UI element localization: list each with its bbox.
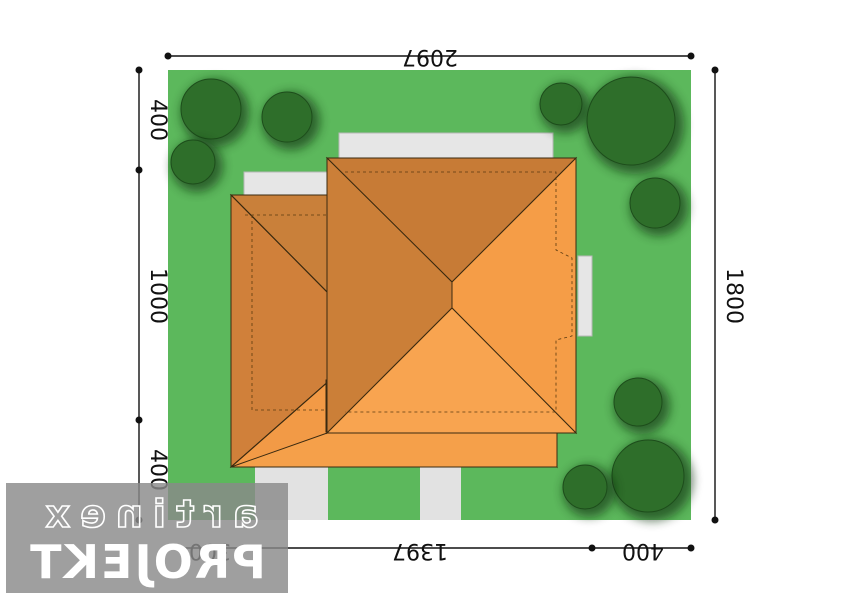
tree — [261, 91, 313, 143]
walkway-right — [420, 466, 461, 520]
dimension-label-bottom-right: 400 — [622, 538, 664, 563]
dimension-right: 1800 — [711, 66, 746, 524]
watermark-line-1: artinex — [36, 492, 259, 536]
tree — [562, 464, 608, 510]
dimension-label-bottom-middle: 1397 — [392, 538, 448, 563]
tree-group-bottom-right — [562, 377, 693, 521]
dimension-left: 400 1000 400 — [135, 66, 170, 524]
watermark: artinex PROJEKT — [6, 483, 288, 593]
terrace-top — [338, 132, 554, 162]
roof-face-bottom — [325, 307, 578, 434]
dimension-label-right: 1800 — [721, 268, 746, 324]
terrace-left — [243, 171, 329, 197]
tree — [539, 82, 583, 126]
tree — [170, 139, 216, 185]
tree-group-top-left — [170, 78, 320, 192]
tree — [586, 76, 676, 166]
tree — [611, 439, 685, 513]
dimension-label-left-middle: 1000 — [145, 268, 170, 324]
roof-main — [325, 156, 578, 435]
dimension-label-left-top: 400 — [145, 99, 170, 141]
tree — [180, 78, 242, 140]
terrace-side — [577, 255, 593, 337]
dimension-label-top: 2097 — [402, 44, 458, 69]
tree-group-top-right — [539, 76, 688, 236]
watermark-line-2: PROJEKT — [28, 535, 266, 589]
dimension-top: 2097 — [164, 44, 695, 69]
tree — [629, 177, 681, 229]
tree — [613, 377, 663, 427]
